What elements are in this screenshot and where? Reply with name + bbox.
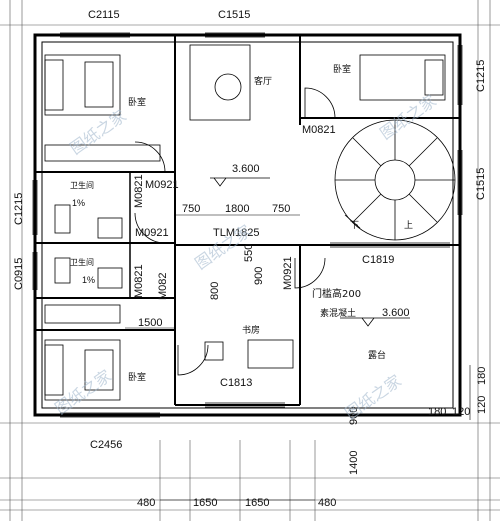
dim-lines bbox=[125, 214, 471, 501]
dim-180b: 180 bbox=[476, 367, 488, 385]
window-label-right-top: C1215 bbox=[475, 60, 487, 92]
door-label-bath1: M0821 bbox=[133, 174, 145, 208]
door-label-bed-tr: M0821 bbox=[302, 124, 336, 136]
concrete-note: 素混凝土 bbox=[320, 307, 356, 319]
dim-1500: 1500 bbox=[138, 317, 162, 329]
door-label-left-upper: M0921 bbox=[145, 179, 179, 191]
slope-label-2: 1% bbox=[82, 275, 95, 285]
walls bbox=[33, 33, 462, 417]
elevation-hall: 3.600 bbox=[232, 163, 260, 175]
elevation-terrace: 3.600 bbox=[382, 307, 410, 319]
dim-120b: 120 bbox=[476, 396, 488, 414]
watermark-1: 图纸之家 bbox=[66, 106, 129, 158]
watermark-4: 图纸之家 bbox=[51, 366, 114, 418]
dim-900b: 900 bbox=[348, 407, 360, 425]
room-label-bath1: 卫生间 bbox=[70, 180, 94, 190]
dim-1400: 1400 bbox=[348, 451, 360, 475]
door-label-study-a: M082 bbox=[157, 272, 169, 300]
room-label-bed2: 卧室 bbox=[333, 63, 351, 75]
door-label-bath2: M0821 bbox=[133, 264, 145, 298]
dim-900: 900 bbox=[253, 267, 265, 285]
stair-down-label: 下 bbox=[350, 221, 359, 231]
room-label-terrace: 露台 bbox=[368, 349, 386, 361]
room-label-bed1: 卧室 bbox=[128, 96, 146, 108]
window-marks bbox=[32, 32, 463, 418]
dim-750a: 750 bbox=[182, 203, 200, 215]
window-label-left-low: C0915 bbox=[13, 258, 25, 290]
dim-800: 800 bbox=[209, 282, 221, 300]
dim-1800: 1800 bbox=[225, 203, 249, 215]
window-label-top-left: C2115 bbox=[88, 9, 120, 21]
spiral-stair bbox=[334, 119, 456, 241]
door-label-study-b: M0921 bbox=[282, 256, 294, 290]
window-label-mid-right: C1819 bbox=[362, 254, 394, 266]
room-label-living: 客厅 bbox=[254, 75, 272, 87]
door-swings bbox=[134, 87, 336, 376]
stair-up-label: 上 bbox=[404, 220, 413, 231]
dim-bottom-480b: 480 bbox=[318, 497, 336, 509]
window-label-study: C1813 bbox=[220, 377, 252, 389]
elevation-markers bbox=[210, 177, 410, 327]
window-label-top-mid: C1515 bbox=[218, 9, 250, 21]
slope-label-1: 1% bbox=[72, 198, 85, 208]
dim-bottom-480a: 480 bbox=[137, 497, 155, 509]
door-label-stair: TLM1825 bbox=[213, 227, 259, 239]
sill-height-note: 门槛高200 bbox=[312, 287, 361, 300]
window-label-bottom: C2456 bbox=[90, 439, 122, 451]
room-label-bath2: 卫生间 bbox=[70, 257, 94, 267]
window-label-right-mid: C1515 bbox=[475, 168, 487, 200]
room-label-bed3: 卧室 bbox=[128, 371, 146, 383]
room-label-study: 书房 bbox=[242, 324, 260, 336]
dim-120a: 120 bbox=[452, 406, 470, 418]
dim-550: 550 bbox=[243, 244, 255, 262]
dim-bottom-1650b: 1650 bbox=[245, 497, 269, 509]
dim-180a: 180 bbox=[428, 406, 446, 418]
door-label-left-lower: M0921 bbox=[135, 227, 169, 239]
furniture bbox=[44, 44, 446, 401]
dim-bottom-1650a: 1650 bbox=[193, 497, 217, 509]
window-label-left-mid: C1215 bbox=[13, 193, 25, 225]
dim-750b: 750 bbox=[272, 203, 290, 215]
